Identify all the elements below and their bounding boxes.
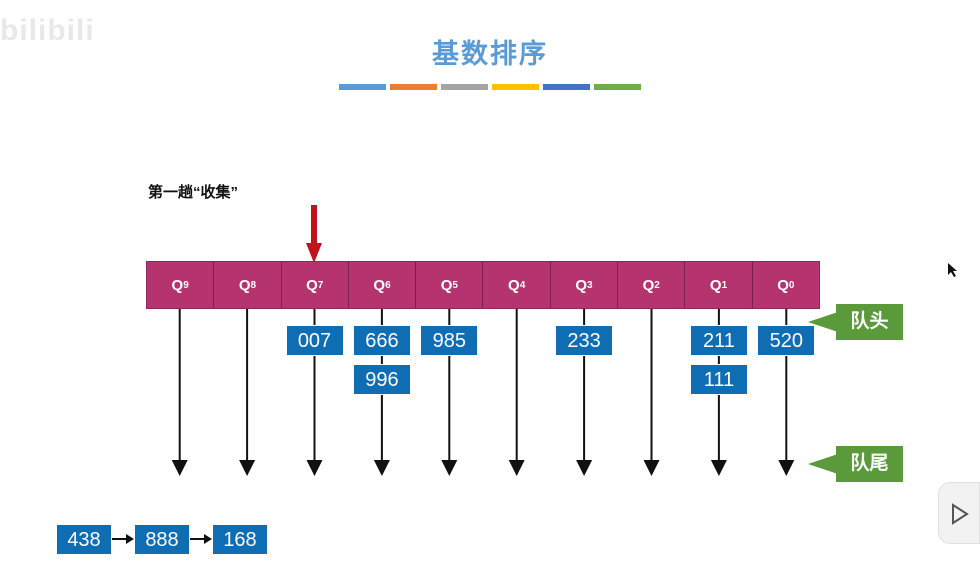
- tail-label-pointer-icon: [808, 454, 838, 474]
- queue-element: 520: [757, 325, 816, 356]
- collected-element: 438: [56, 524, 112, 555]
- queue-element: 985: [420, 325, 479, 356]
- play-button[interactable]: [938, 482, 980, 544]
- color-segment: [492, 84, 539, 90]
- color-segment: [543, 84, 590, 90]
- queue-element: 996: [352, 364, 411, 395]
- queue-element: 666: [352, 325, 411, 356]
- queue-element: 007: [285, 325, 344, 356]
- queue-element: 233: [555, 325, 614, 356]
- mouse-cursor-icon: [948, 263, 957, 277]
- page-title: 基数排序: [432, 39, 548, 69]
- collected-element: 888: [134, 524, 190, 555]
- chain-arrowhead: [204, 534, 212, 544]
- queue-tail-label: 队尾: [836, 446, 903, 482]
- bilibili-watermark: bilibili: [0, 14, 95, 47]
- pass-subtitle: 第一趟“收集”: [148, 184, 239, 201]
- current-queue-pointer-icon: [306, 205, 322, 263]
- color-segment: [594, 84, 641, 90]
- queue-element: 111: [689, 364, 748, 395]
- queue-element: 211: [689, 325, 748, 356]
- play-icon: [952, 503, 969, 525]
- color-segment: [339, 84, 386, 90]
- head-label-pointer-icon: [808, 312, 838, 332]
- color-segment: [390, 84, 437, 90]
- queue-head-label: 队头: [836, 304, 903, 340]
- color-segment: [441, 84, 488, 90]
- collected-element: 168: [212, 524, 268, 555]
- title-color-bar: [339, 84, 641, 90]
- chain-arrowhead: [126, 534, 134, 544]
